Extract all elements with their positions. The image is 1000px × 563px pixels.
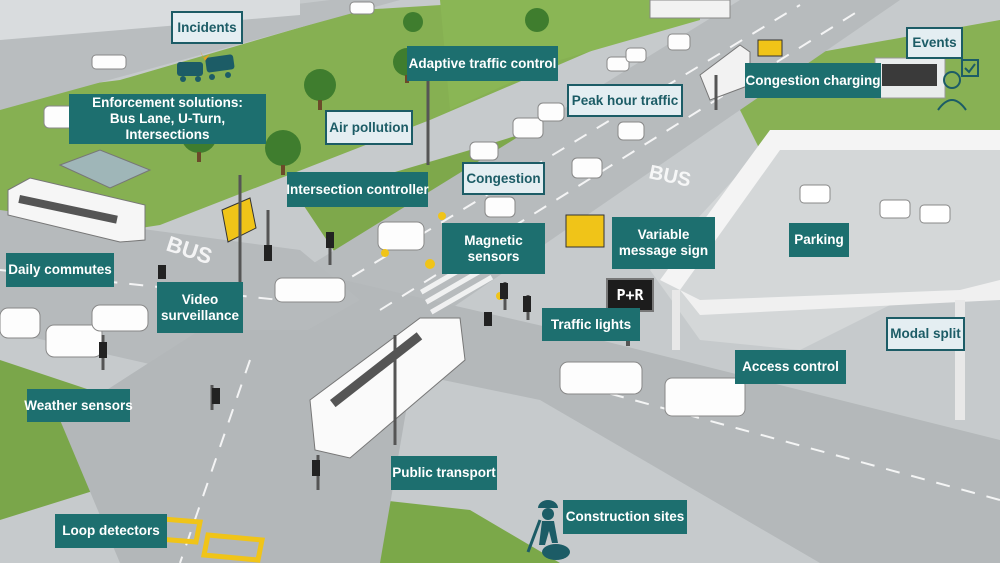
label-video-line1: Video xyxy=(181,291,219,307)
label-incidents: Incidents xyxy=(171,11,243,44)
label-weather-sensors: Weather sensors xyxy=(24,389,133,422)
label-intersection-controller: Intersection controller xyxy=(286,172,429,207)
label-enforcement-solutions: Enforcement solutions: Bus Lane, U-Turn,… xyxy=(69,94,266,144)
label-loop-detectors: Loop detectors xyxy=(55,514,167,548)
label-variable-line1: Variable xyxy=(637,227,690,242)
label-daily-commutes: Daily commutes xyxy=(6,253,114,287)
label-video-surveillance: Video surveillance xyxy=(157,282,243,333)
car-crash-icon xyxy=(177,50,235,82)
label-adaptive-traffic-control: Adaptive traffic control xyxy=(407,46,558,81)
label-magnetic-sensors: Magnetic sensors xyxy=(442,223,545,274)
label-air-pollution: Air pollution xyxy=(325,110,413,145)
label-variable-line2: message sign xyxy=(618,243,709,258)
label-congestion-charging: Congestion charging xyxy=(745,63,881,98)
label-variable-message-sign: Variable message sign xyxy=(612,217,715,269)
label-magnetic-line2: sensors xyxy=(467,248,520,264)
label-parking: Parking xyxy=(789,223,849,257)
construction-worker-icon xyxy=(526,500,570,560)
label-public-transport: Public transport xyxy=(391,456,497,490)
label-congestion: Congestion xyxy=(462,162,545,195)
park-and-ride-sign: P+R xyxy=(606,278,654,312)
event-person-icon xyxy=(937,59,979,111)
label-traffic-lights: Traffic lights xyxy=(542,308,640,341)
label-magnetic-line1: Magnetic xyxy=(464,232,523,248)
label-peak-hour-traffic: Peak hour traffic xyxy=(567,84,683,117)
label-access-control: Access control xyxy=(735,350,846,384)
label-enforcement-line1: Enforcement solutions: xyxy=(92,95,243,110)
label-enforcement-line2: Bus Lane, U-Turn, Intersections xyxy=(109,111,226,142)
label-modal-split: Modal split xyxy=(886,317,965,351)
label-events: Events xyxy=(906,27,963,59)
label-construction-sites: Construction sites xyxy=(563,500,687,534)
label-video-line2: surveillance xyxy=(160,307,240,323)
